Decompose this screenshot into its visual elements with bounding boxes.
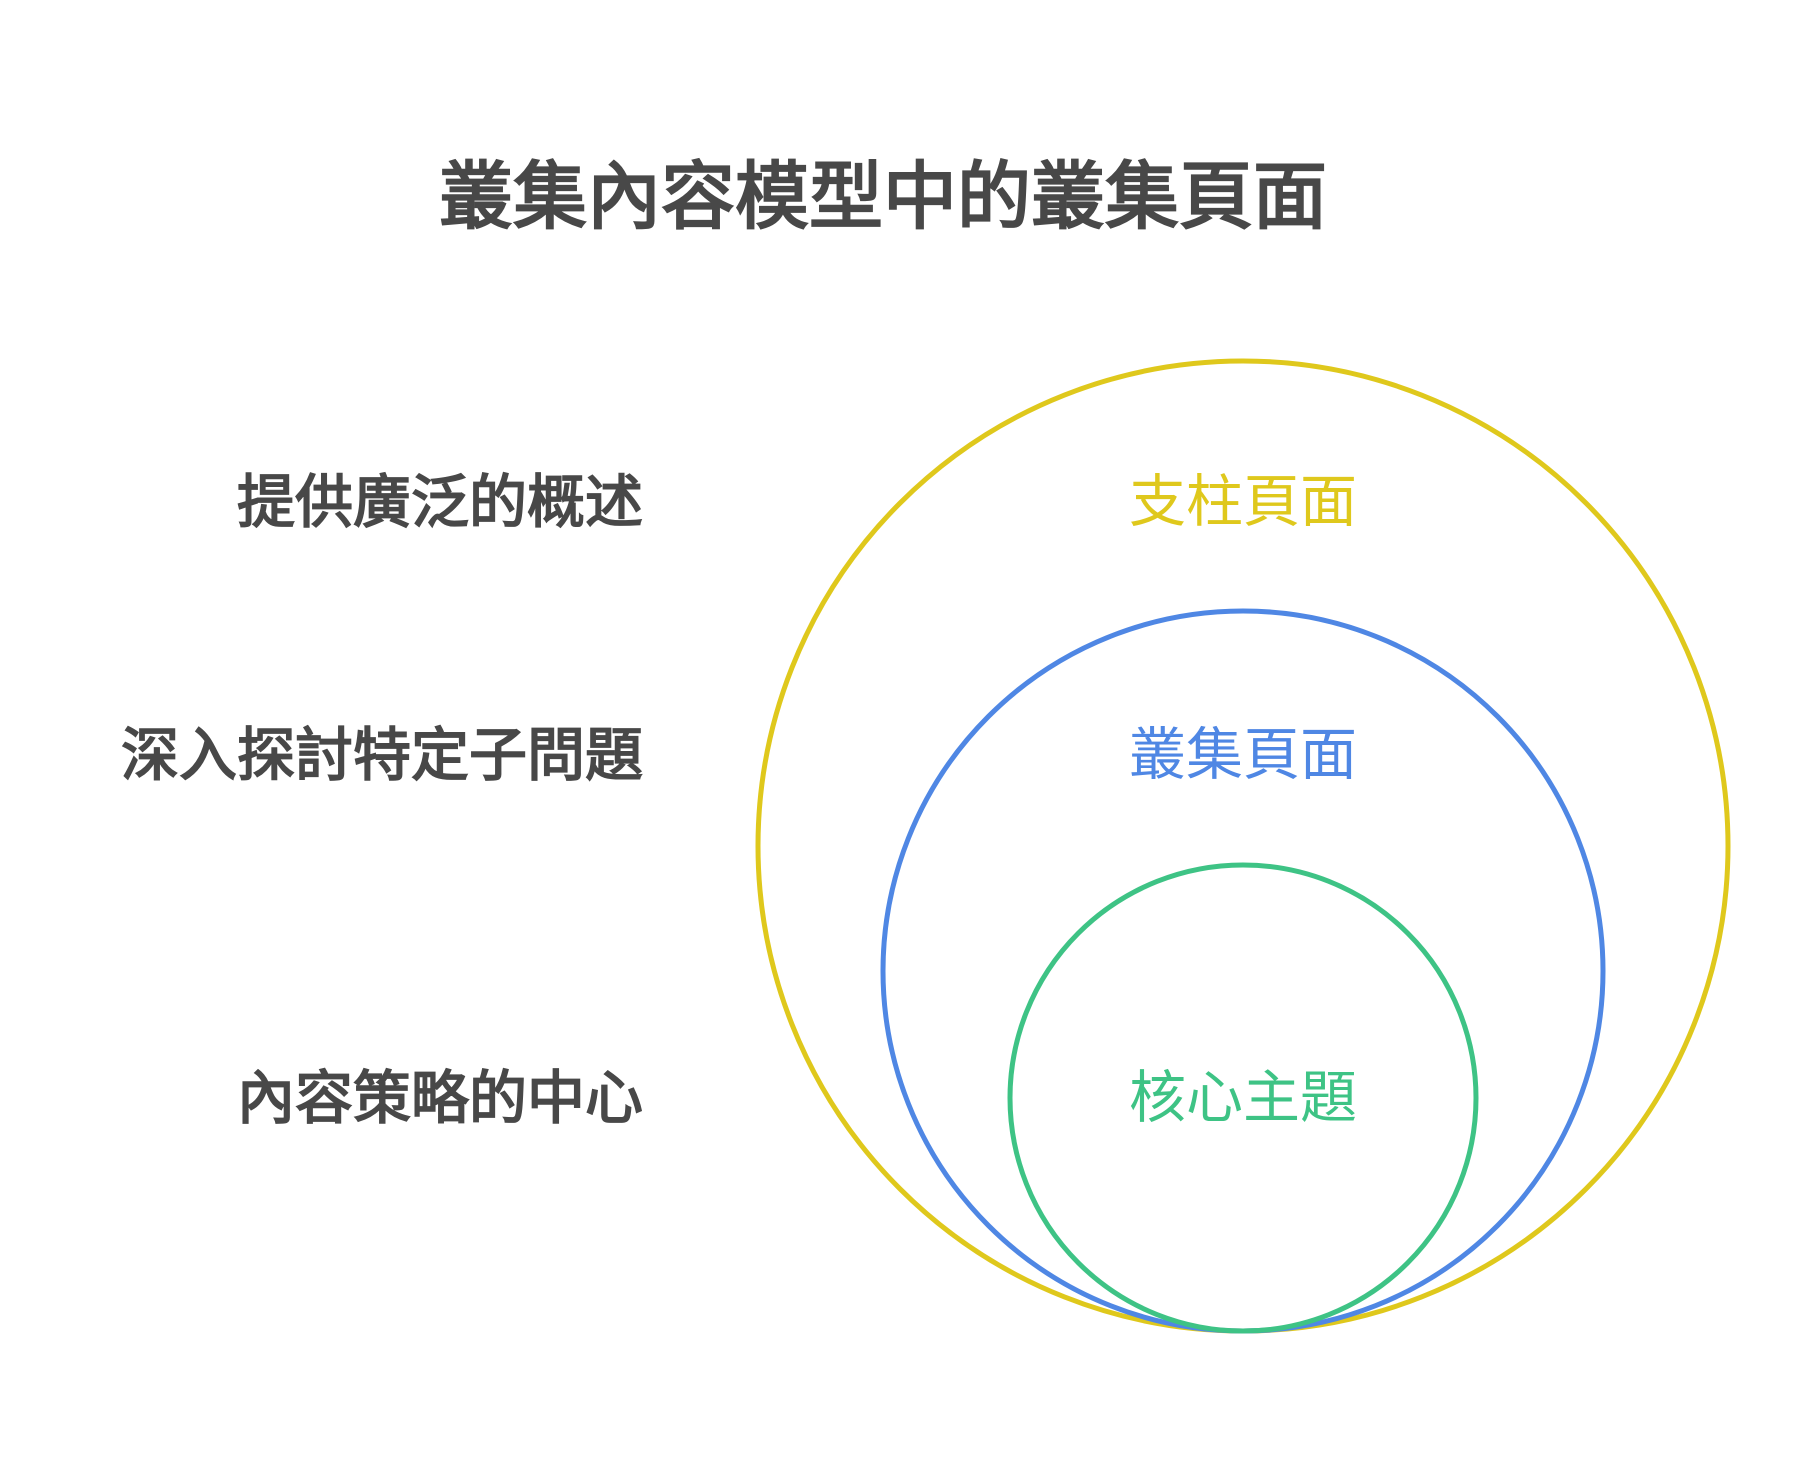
circle-label-inner: 核心主題: [1129, 1065, 1357, 1131]
inner-circle-core-topic: [1007, 862, 1479, 1334]
circle-label-middle: 叢集頁面: [1129, 722, 1357, 788]
middle-circle-cluster-page: [880, 608, 1606, 1334]
description-inner: 內容策略的中心: [236, 1064, 643, 1132]
circle-label-outer: 支柱頁面: [1129, 469, 1357, 535]
diagram-title: 叢集內容模型中的叢集頁面: [439, 154, 1327, 240]
description-middle: 深入探討特定子問題: [120, 721, 643, 789]
description-outer: 提供廣泛的概述: [236, 468, 643, 536]
